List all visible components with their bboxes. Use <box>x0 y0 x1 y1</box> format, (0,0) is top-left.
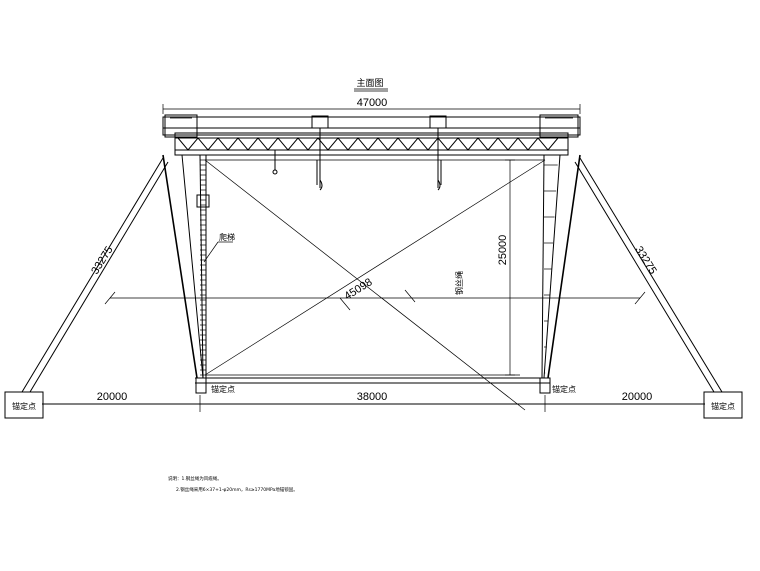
ladder-label: 爬梯 <box>219 232 235 242</box>
left-leg <box>162 154 210 379</box>
left-anchor-box <box>4 391 44 419</box>
left-stay-label: 33275 <box>89 244 115 276</box>
left-foot <box>195 377 207 394</box>
left-offset-label: 20000 <box>97 391 128 403</box>
top-span-label: 47000 <box>357 97 388 109</box>
right-stay-label: 33275 <box>632 244 658 276</box>
right-leg <box>541 154 581 379</box>
note-line-1: 说明：1.钢丝绳为风缆绳。 <box>168 475 222 482</box>
cable-diagonal-2 <box>204 159 546 376</box>
main-girder <box>162 114 581 156</box>
height-label: 25000 <box>497 235 509 266</box>
left-stay-cable <box>21 157 164 393</box>
right-anchor-label: 锚定点 <box>711 401 735 411</box>
right-leg-anchor-label: 锚定点 <box>552 384 576 394</box>
right-stay-cable <box>579 157 723 393</box>
left-leg-anchor-label: 锚定点 <box>211 384 235 394</box>
cable-label: 钢丝绳 <box>454 271 464 295</box>
left-anchor-label: 锚定点 <box>12 401 36 411</box>
note-line-2: 2.钢丝绳采用6×37+1-φ20mm，Rs≥1770MPa地锚锁固。 <box>176 486 298 493</box>
small-hook <box>272 150 278 175</box>
right-anchor-box <box>703 391 743 419</box>
right-foot <box>539 377 551 394</box>
right-offset-label: 20000 <box>622 391 653 403</box>
trolley-left <box>311 115 329 191</box>
bottom-span-label: 38000 <box>357 391 388 403</box>
cable-diagonal-1 <box>204 159 526 411</box>
trolley-right <box>429 115 447 191</box>
drawing-title: 主面图 <box>356 77 383 89</box>
